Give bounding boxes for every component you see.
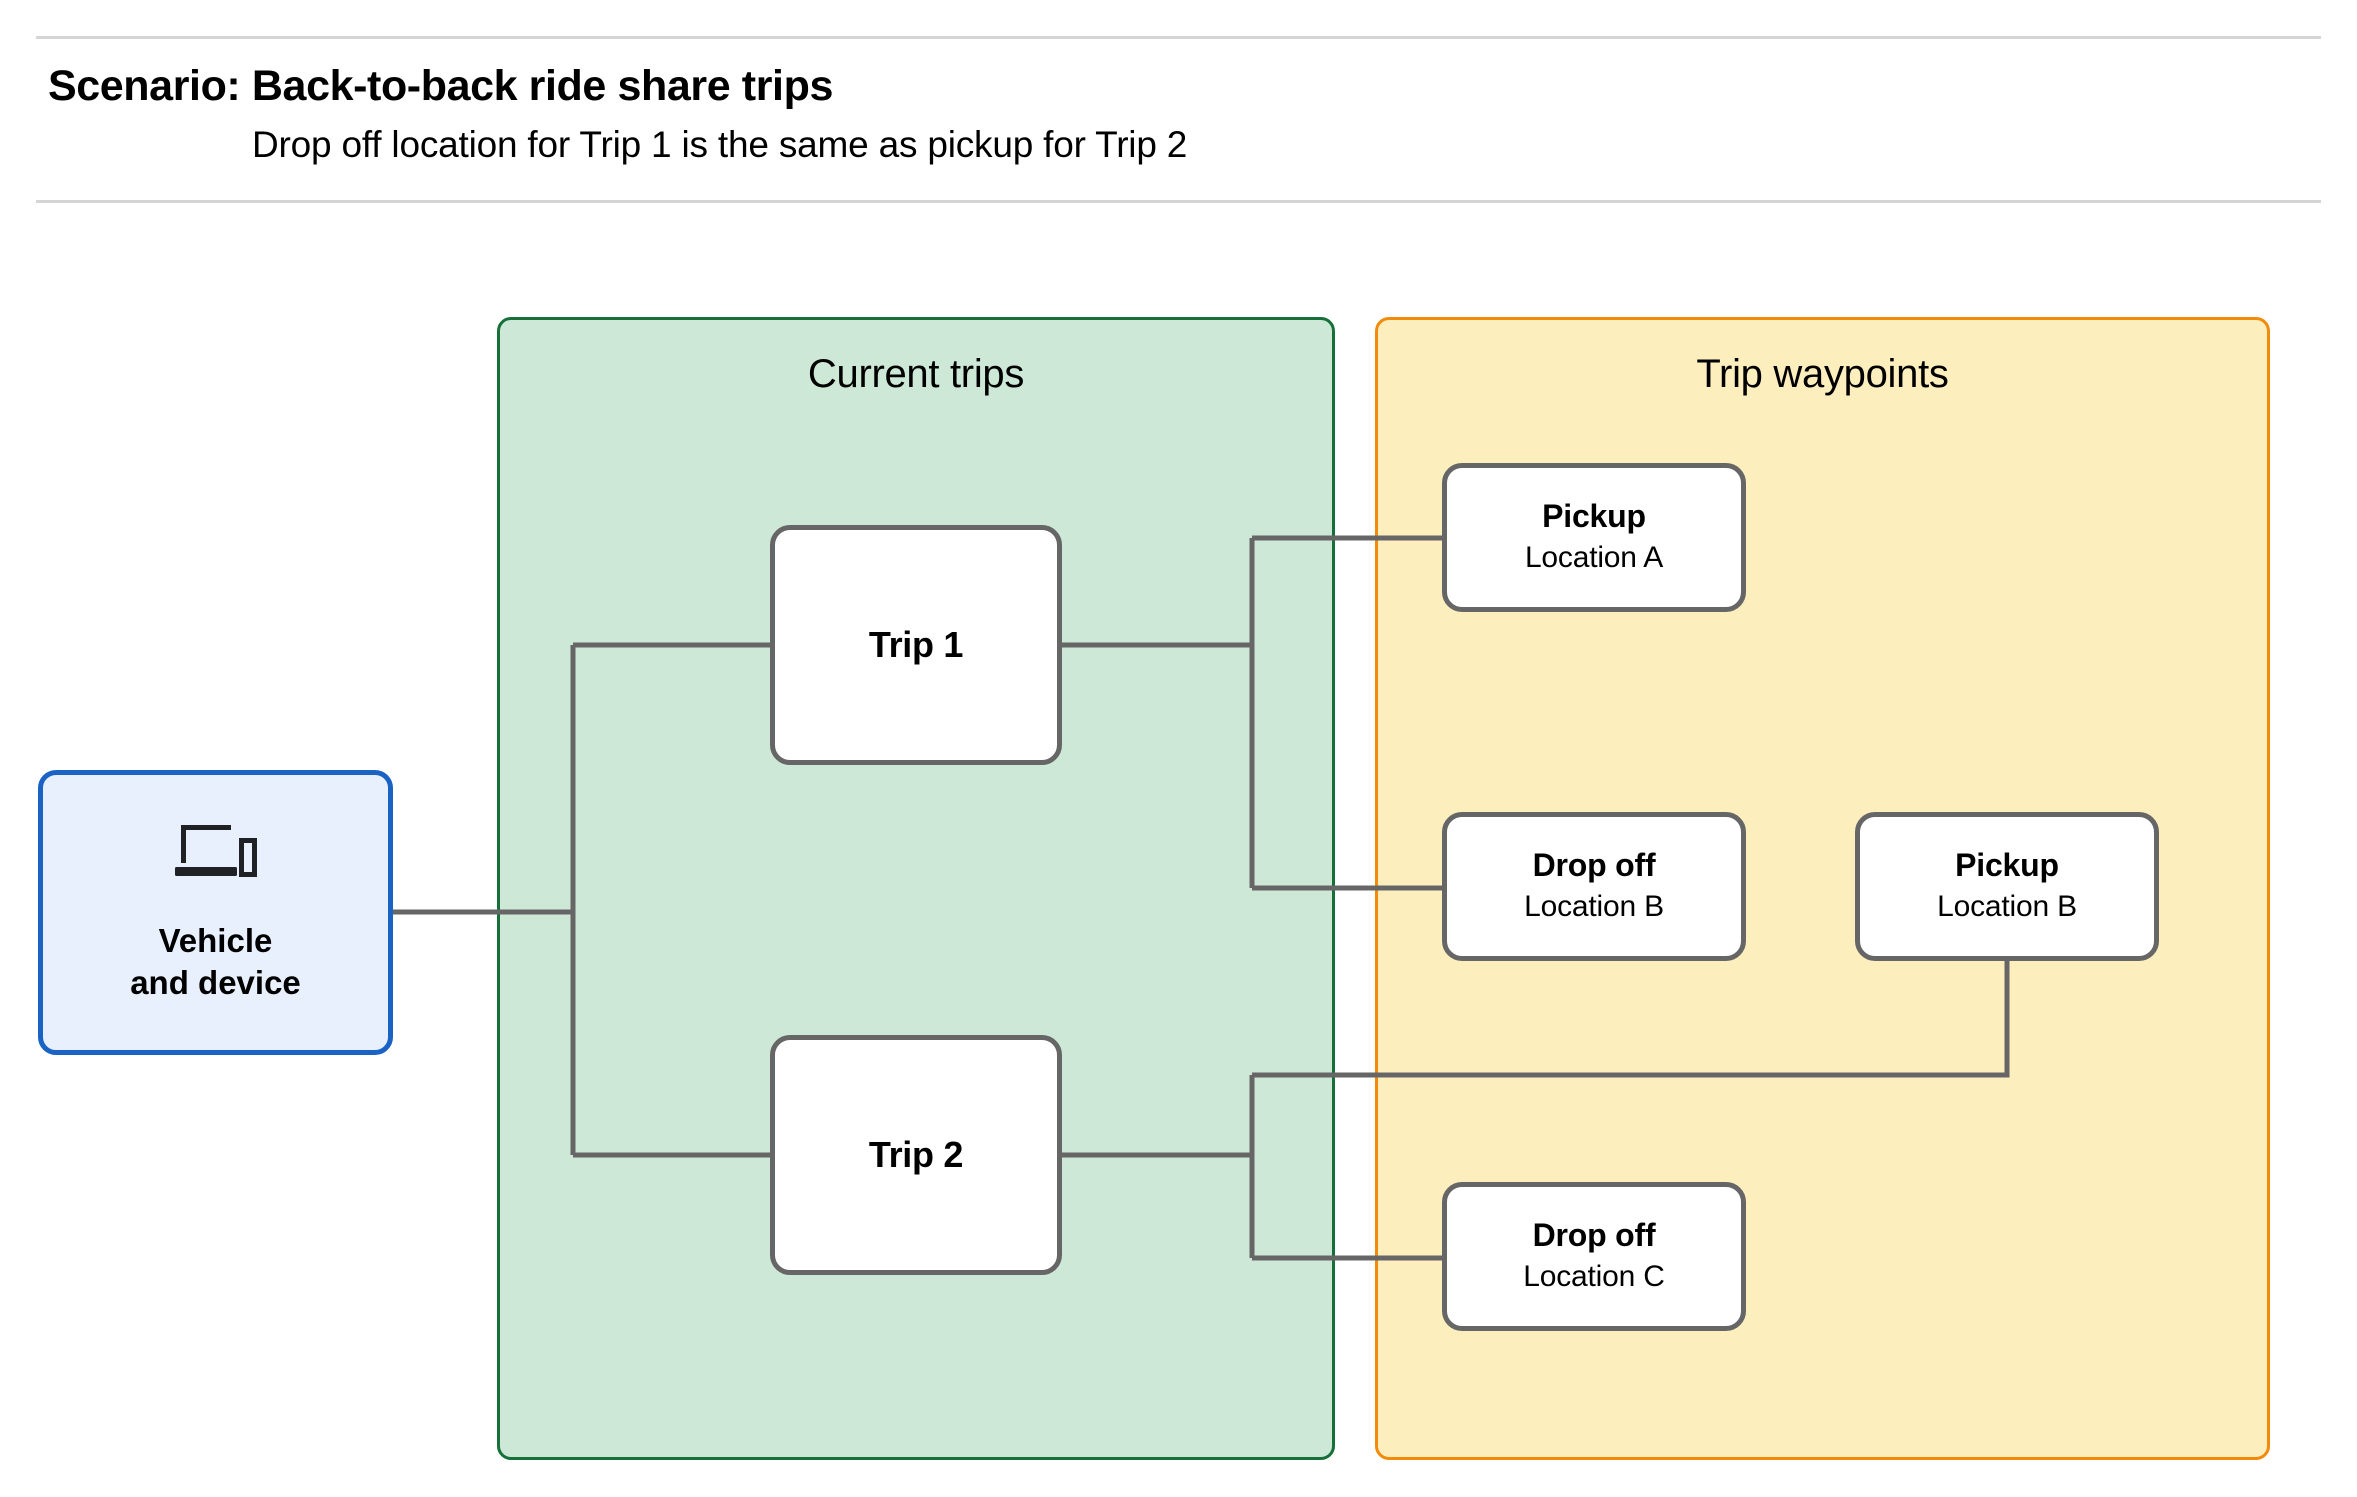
header-divider-bottom [36,200,2321,203]
waypoint-dropoff-c[interactable]: Drop off Location C [1442,1182,1746,1331]
vehicle-and-device-node[interactable]: Vehicle and device [38,770,393,1055]
page-subtitle: Drop off location for Trip 1 is the same… [252,124,1188,165]
waypoint-pickup-b-location: Location B [1937,890,2077,924]
waypoint-pickup-b-title: Pickup [1955,847,2059,884]
group-current-trips-title: Current trips [807,352,1025,396]
trip-node-1-label: Trip 1 [868,624,964,665]
waypoint-pickup-a[interactable]: Pickup Location A [1442,463,1746,612]
header-divider-top [36,36,2321,39]
waypoint-pickup-a-location: Location A [1524,541,1664,575]
trip-node-2-label: Trip 2 [868,1134,964,1175]
group-current-trips: Current trips [497,317,1335,1460]
trip-node-1[interactable]: Trip 1 [770,525,1062,765]
waypoint-pickup-a-title: Pickup [1542,498,1646,535]
vehicle-and-device-label: Vehicle and device [130,921,301,1001]
waypoint-pickup-b[interactable]: Pickup Location B [1855,812,2159,961]
waypoint-dropoff-b[interactable]: Drop off Location B [1442,812,1746,961]
waypoint-dropoff-c-title: Drop off [1532,1217,1656,1254]
waypoint-dropoff-b-location: Location B [1524,890,1664,924]
group-trip-waypoints-title: Trip waypoints [1696,352,1949,396]
laptop-and-phone-icon [173,821,259,888]
page-title: Scenario: Back-to-back ride share trips [48,62,833,110]
waypoint-dropoff-b-title: Drop off [1532,847,1656,884]
trip-node-2[interactable]: Trip 2 [770,1035,1062,1275]
waypoint-dropoff-c-location: Location C [1523,1260,1665,1294]
